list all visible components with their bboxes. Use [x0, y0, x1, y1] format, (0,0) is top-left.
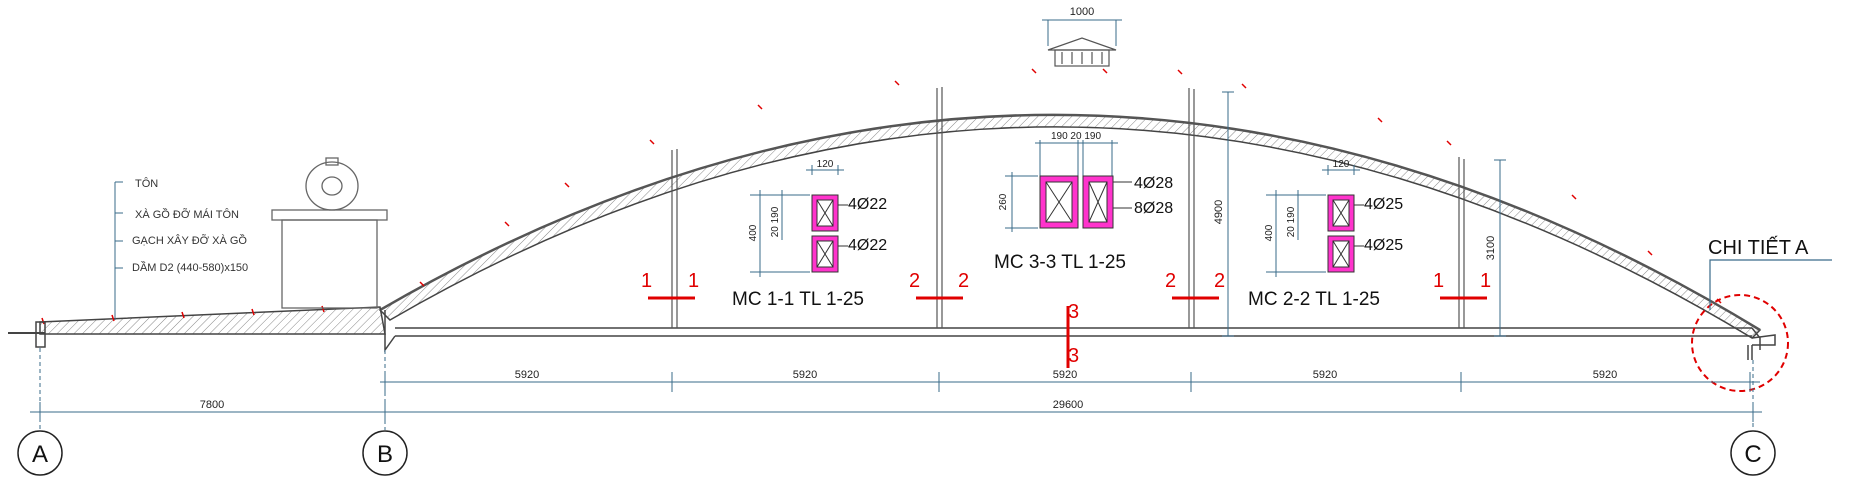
cut-2-left-a: 2: [909, 270, 920, 292]
mc11-bar-top: 4Ø22: [848, 196, 887, 213]
mc11-width: 120: [817, 159, 834, 170]
leader-lines: [114, 181, 123, 320]
height-dim-center: [1222, 91, 1234, 337]
section-mc33: [1005, 140, 1132, 232]
overall-ab: 7800: [200, 399, 224, 411]
grid-label-b: B: [377, 441, 393, 468]
span-3: 5920: [1053, 369, 1077, 381]
mc11-height-parts: 20 190: [770, 206, 781, 237]
cut-1-right-a: 1: [1433, 270, 1444, 292]
top-dimension: [1042, 19, 1122, 46]
cut-2-right-a: 2: [1165, 270, 1176, 292]
mc33-title: MC 3-3 TL 1-25: [994, 252, 1126, 273]
mc22-width: 120: [1333, 159, 1350, 170]
top-dim-label: 1000: [1070, 6, 1094, 18]
cut-1-left-a: 1: [641, 270, 652, 292]
span-4: 5920: [1313, 369, 1337, 381]
overall-dimension-line: [30, 402, 1762, 422]
detail-a-leader: [1709, 259, 1832, 310]
mc33-bar-bottom: 8Ø28: [1134, 200, 1173, 217]
water-tank: [271, 157, 388, 309]
mc33-bar-top: 4Ø28: [1134, 175, 1173, 192]
label-ton: TÔN: [135, 177, 158, 190]
mc22-bar-top: 4Ø25: [1364, 196, 1403, 213]
left-roof-slab: [39, 306, 386, 335]
mc22-height: 400: [1264, 224, 1275, 241]
right-eave: [1747, 334, 1776, 360]
cut-3-top: 3: [1068, 301, 1079, 323]
mc22-bar-bottom: 4Ø25: [1364, 237, 1403, 254]
cut-2-right-b: 2: [1214, 270, 1225, 292]
cut-2-left-b: 2: [958, 270, 969, 292]
cut-1-left-b: 1: [688, 270, 699, 292]
arch-roof-outer: [379, 113, 1761, 332]
mc22-height-parts: 20 190: [1286, 206, 1297, 237]
grid-bubble-c: [1730, 430, 1776, 476]
grid-label-c: C: [1744, 441, 1761, 468]
cut-1-right-b: 1: [1480, 270, 1491, 292]
left-column-stub: [35, 321, 46, 348]
detail-a-label: CHI TIẾT A: [1708, 236, 1809, 259]
section-mc22: [1266, 165, 1364, 277]
overall-bc: 29600: [1053, 399, 1084, 411]
height-center-label: 4900: [1213, 200, 1225, 224]
grid-bubble-a: [17, 430, 63, 476]
section-mc11: [750, 165, 848, 277]
grid-bubble-b: [362, 430, 408, 476]
ridge-vent: [1047, 37, 1117, 67]
mc11-height: 400: [748, 224, 759, 241]
mc33-widths: 190 20 190: [1051, 131, 1101, 142]
label-brick: GẠCH XÂY ĐỠ XÀ GỒ: [132, 234, 247, 247]
left-roof-ticks: [41, 305, 325, 325]
label-beam: DẦM D2 (440-580)x150: [132, 261, 248, 274]
span-2: 5920: [793, 369, 817, 381]
height-dim-side: [1494, 159, 1506, 337]
grid-lines: [39, 348, 1754, 430]
mc22-title: MC 2-2 TL 1-25: [1248, 289, 1380, 310]
grid-label-a: A: [32, 441, 48, 468]
span-1: 5920: [515, 369, 539, 381]
height-side-label: 3100: [1485, 236, 1497, 260]
cut-3-bottom: 3: [1068, 345, 1079, 367]
span-5: 5920: [1593, 369, 1617, 381]
mc11-title: MC 1-1 TL 1-25: [732, 289, 864, 310]
mc11-bar-bottom: 4Ø22: [848, 237, 887, 254]
detail-a-circle: [1691, 294, 1789, 392]
mc33-height: 260: [998, 193, 1009, 210]
label-purlin: XÀ GỒ ĐỠ MÁI TÔN: [135, 208, 239, 221]
